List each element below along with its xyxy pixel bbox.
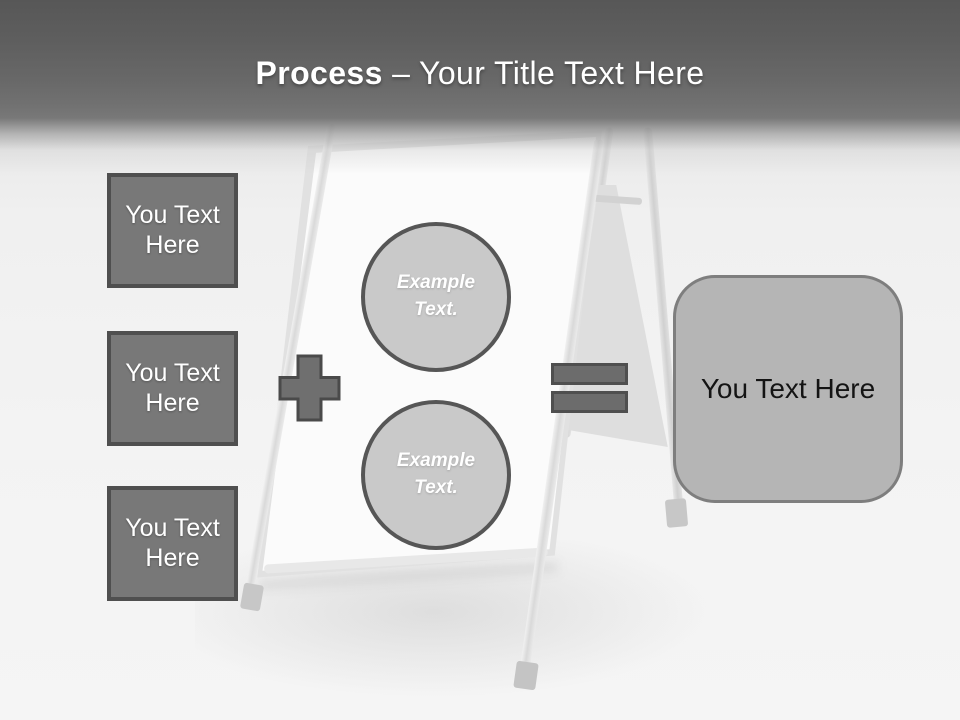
equals-bottom-bar xyxy=(551,391,628,413)
text-box-3[interactable]: You Text Here xyxy=(107,486,238,601)
easel-bottom-crossbar xyxy=(263,547,549,574)
text-box-2-label: You Text Here xyxy=(125,359,220,417)
easel-board-shadow xyxy=(257,560,559,592)
example-circle-2-label: Example Text. xyxy=(396,450,476,498)
text-box-3-label: You Text Here xyxy=(125,514,220,572)
plus-icon xyxy=(278,354,341,422)
slide-title[interactable]: Process – Your Title Text Here xyxy=(0,55,960,92)
easel-floor-shadow xyxy=(195,540,725,700)
easel-rear-right-foot xyxy=(664,498,689,528)
example-circle-2[interactable]: Example Text. xyxy=(361,400,511,550)
text-box-1-label: You Text Here xyxy=(125,201,220,259)
text-box-1[interactable]: You Text Here xyxy=(107,173,238,288)
example-circle-1-label: Example Text. xyxy=(396,272,476,320)
result-box-label: You Text Here xyxy=(700,373,876,404)
plus-shape[interactable] xyxy=(278,354,341,422)
easel-rear-crossbar xyxy=(583,193,643,206)
result-box[interactable]: You Text Here xyxy=(673,275,903,503)
easel-front-left-foot xyxy=(239,582,265,612)
slide-title-bold: Process xyxy=(255,55,383,91)
slide-title-rest: – Your Title Text Here xyxy=(392,55,705,91)
text-box-2[interactable]: You Text Here xyxy=(107,331,238,446)
example-circle-1[interactable]: Example Text. xyxy=(361,222,511,372)
easel-front-right-foot xyxy=(513,660,539,691)
equals-shape[interactable] xyxy=(551,363,628,413)
equals-top-bar xyxy=(551,363,628,385)
